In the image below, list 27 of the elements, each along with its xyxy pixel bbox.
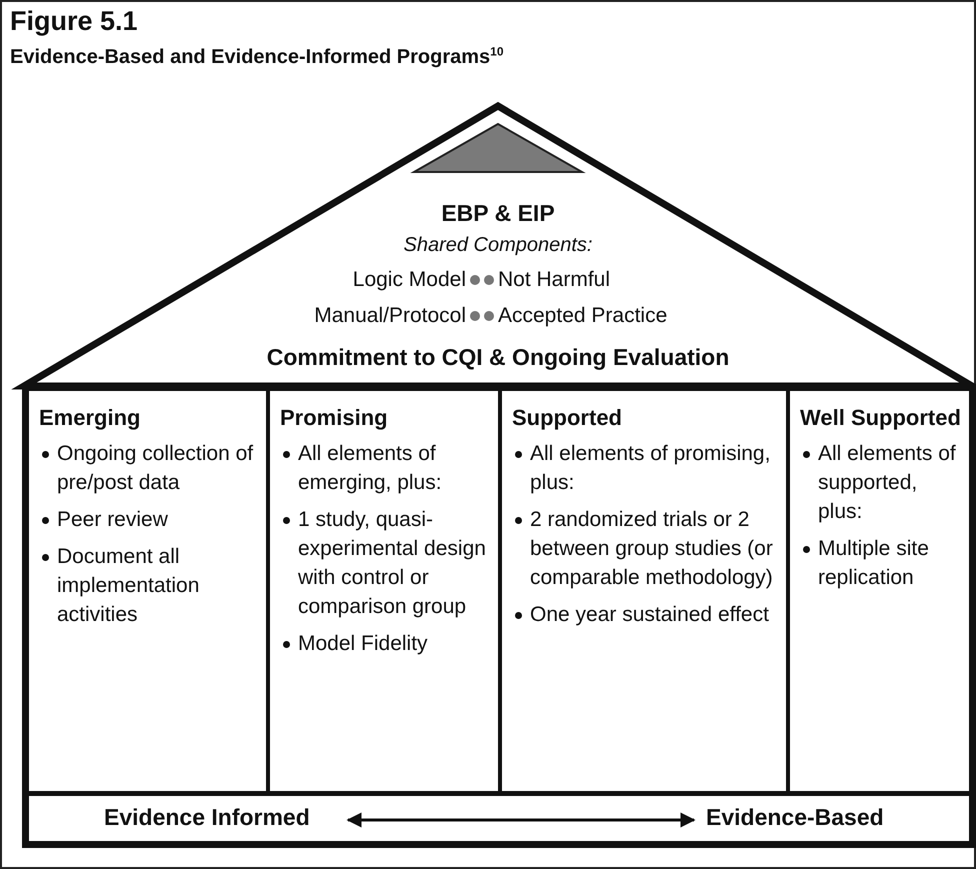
bullet-item: 1 study, quasi-experimental design with control or comparison group xyxy=(298,507,487,620)
bullet-item: 2 randomized trials or 2 between group studies (or comparable methodology) xyxy=(530,507,774,591)
bullet-item: Multiple site replication xyxy=(818,536,930,591)
bullet-item: One year sustained effect xyxy=(530,602,769,628)
continuum-label: Evidence Informed xyxy=(104,804,310,831)
bullet-item: Model Fidelity xyxy=(298,631,428,657)
bullet-item: All elements of emerging, plus: xyxy=(298,441,443,496)
component-item: Accepted Practice xyxy=(498,304,668,328)
bullet-item: Peer review xyxy=(57,507,168,533)
figure-title: Evidence-Based and Evidence-Informed Programs$^{10}$ xyxy=(10,44,504,69)
bullet-item: Ongoing collection of pre/post data xyxy=(57,441,254,496)
roof-heading: EBP & EIP xyxy=(440,200,556,227)
roof-footer: Commitment to CQI & Ongoing Evaluation xyxy=(22,344,974,371)
continuum-label: Evidence-Based xyxy=(706,804,884,831)
column-heading: Emerging xyxy=(39,405,142,431)
figure-number: Figure 5.1 xyxy=(10,6,138,37)
roof-subheading: Shared Components: xyxy=(402,234,594,257)
double-arrow xyxy=(346,812,696,828)
bullet-item: All elements of promising, plus: xyxy=(530,441,772,496)
component-item: Manual/Protocol xyxy=(314,304,466,328)
column-heading: Promising xyxy=(280,405,389,431)
bullet-item: All elements of supported, plus: xyxy=(818,441,957,525)
column-heading: Supported xyxy=(512,405,623,431)
component-item: Logic Model xyxy=(352,268,466,292)
column-heading: Well Supported xyxy=(800,405,962,431)
component-item: Not Harmful xyxy=(498,268,610,292)
bullet-item: Document all implementation activities xyxy=(57,544,200,628)
